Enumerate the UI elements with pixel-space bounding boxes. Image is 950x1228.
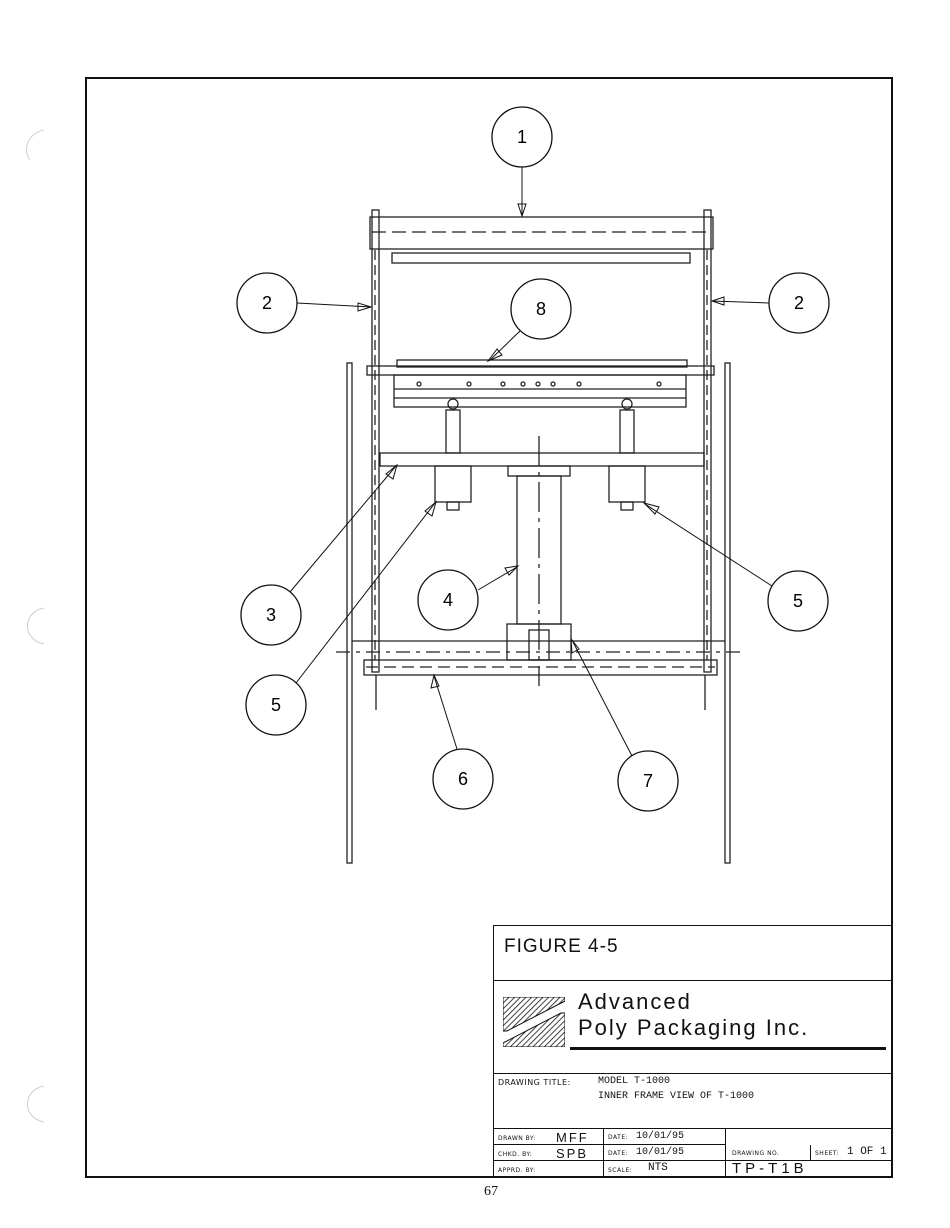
scale-label: SCALE: (608, 1167, 632, 1174)
company-underline (570, 1047, 886, 1050)
sheet-cell: SHEET: 1 OF 1 (811, 1145, 893, 1161)
callout-label: 3 (266, 605, 276, 625)
drawing-title-label: DRAWING TITLE: (498, 1078, 571, 1087)
callout-label: 5 (793, 591, 803, 611)
callout-label: 4 (443, 590, 453, 610)
company-row: Advanced Poly Packaging Inc. (494, 981, 892, 1074)
callout-label: 8 (536, 299, 546, 319)
approved-by-cell: APPRD. BY: (494, 1161, 604, 1178)
title-block: FIGURE 4-5 Advanced Poly Packaging Inc. … (493, 925, 892, 1177)
drawn-by-label: DRAWN BY: (498, 1135, 536, 1142)
drawing-title-row: DRAWING TITLE: MODEL T-1000 INNER FRAME … (494, 1074, 892, 1129)
callout-4: 4 (418, 566, 518, 630)
callout-label: 5 (271, 695, 281, 715)
company-name-line1: Advanced (578, 989, 692, 1015)
checked-date-cell: DATE: 10/01/95 (604, 1145, 726, 1161)
callout-1: 1 (492, 107, 552, 216)
callout-2-right: 2 (712, 273, 829, 333)
drawn-by-cell: DRAWN BY: MFF (494, 1129, 604, 1145)
drawing-no-label: DRAWING NO. (732, 1150, 779, 1157)
drawing-title-line1: MODEL T-1000 (598, 1076, 670, 1087)
sheet-value: 1 OF 1 (847, 1146, 887, 1158)
callout-8: 8 (488, 279, 571, 361)
callout-2-left: 2 (237, 273, 371, 333)
drawn-date-label: DATE: (608, 1134, 628, 1141)
callout-label: 2 (262, 293, 272, 313)
checked-date-value: 10/01/95 (636, 1147, 684, 1158)
drawn-by-value: MFF (556, 1130, 589, 1145)
scale-value: NTS (648, 1162, 668, 1174)
sheet-label: SHEET: (815, 1150, 839, 1157)
figure-row: FIGURE 4-5 (494, 926, 892, 981)
drawing-title-line2: INNER FRAME VIEW OF T-1000 (598, 1091, 754, 1102)
checked-by-cell: CHKD. BY: SPB (494, 1145, 604, 1161)
figure-label: FIGURE 4-5 (504, 936, 619, 958)
callout-label: 1 (517, 127, 527, 147)
company-logo-icon (503, 997, 565, 1047)
callout-7: 7 (571, 639, 678, 811)
checked-by-value: SPB (556, 1146, 588, 1161)
checked-date-label: DATE: (608, 1150, 628, 1157)
callout-label: 7 (643, 771, 653, 791)
drawn-date-value: 10/01/95 (636, 1131, 684, 1142)
callout-3: 3 (241, 465, 397, 645)
callout-6: 6 (431, 675, 493, 809)
scale-cell: SCALE: NTS (604, 1161, 726, 1178)
binder-holes (26, 130, 44, 1122)
drawn-date-cell: DATE: 10/01/95 (604, 1129, 726, 1145)
drawing-no-value: TP-T1B (732, 1160, 808, 1177)
callout-label: 2 (794, 293, 804, 313)
approved-by-label: APPRD. BY: (498, 1167, 536, 1174)
checked-by-label: CHKD. BY: (498, 1151, 532, 1158)
page-number: 67 (484, 1184, 498, 1200)
callout-label: 6 (458, 769, 468, 789)
company-name-line2: Poly Packaging Inc. (578, 1015, 809, 1041)
drawing-no-cell: TP-T1B (726, 1161, 893, 1178)
drawing-no-label-cell: DRAWING NO. (726, 1145, 811, 1161)
callout-5-right: 5 (644, 503, 828, 631)
